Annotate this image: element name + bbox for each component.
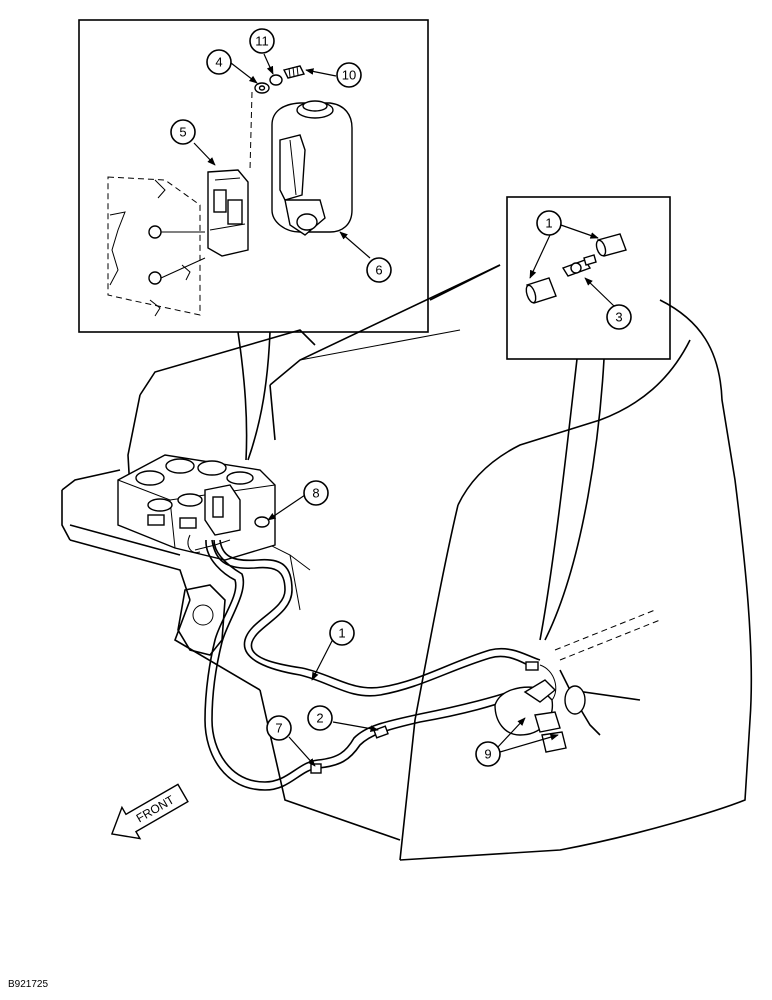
document-id: B921725 (8, 979, 49, 990)
callout-3-label: 3 (615, 310, 622, 325)
front-direction-arrow: FRONT (110, 783, 189, 840)
callout-1-detail-label: 1 (545, 216, 552, 231)
callout-3: 3 (606, 304, 632, 330)
callout-8: 8 (303, 480, 329, 506)
callout-11: 11 (249, 28, 275, 54)
callout-11-label: 11 (255, 34, 269, 49)
callout-2: 2 (307, 705, 333, 731)
leader-lines (193, 53, 615, 767)
callout-1-detail: 1 (536, 210, 562, 236)
washer-hoses (204, 539, 541, 791)
callout-9: 9 (475, 741, 501, 767)
callout-1-main-label: 1 (338, 626, 345, 641)
callout-1-main: 1 (329, 620, 355, 646)
callout-9-label: 9 (484, 747, 491, 762)
callout-10: 10 (336, 62, 362, 88)
callout-6: 6 (366, 257, 392, 283)
callout-10-label: 10 (342, 68, 356, 83)
machine-body (61, 264, 753, 861)
callout-4-label: 4 (215, 55, 222, 70)
detail-box-connector (506, 196, 671, 641)
callout-5-label: 5 (179, 125, 186, 140)
control-valve-block (117, 454, 276, 561)
callout-2-label: 2 (316, 711, 323, 726)
callout-7: 7 (266, 715, 292, 741)
callout-4: 4 (206, 49, 232, 75)
detail-box-reservoir (78, 19, 429, 461)
callout-8-label: 8 (312, 486, 319, 501)
callout-5: 5 (170, 119, 196, 145)
callout-6-label: 6 (375, 263, 382, 278)
callout-7-label: 7 (275, 721, 282, 736)
nozzle-group (494, 664, 586, 753)
